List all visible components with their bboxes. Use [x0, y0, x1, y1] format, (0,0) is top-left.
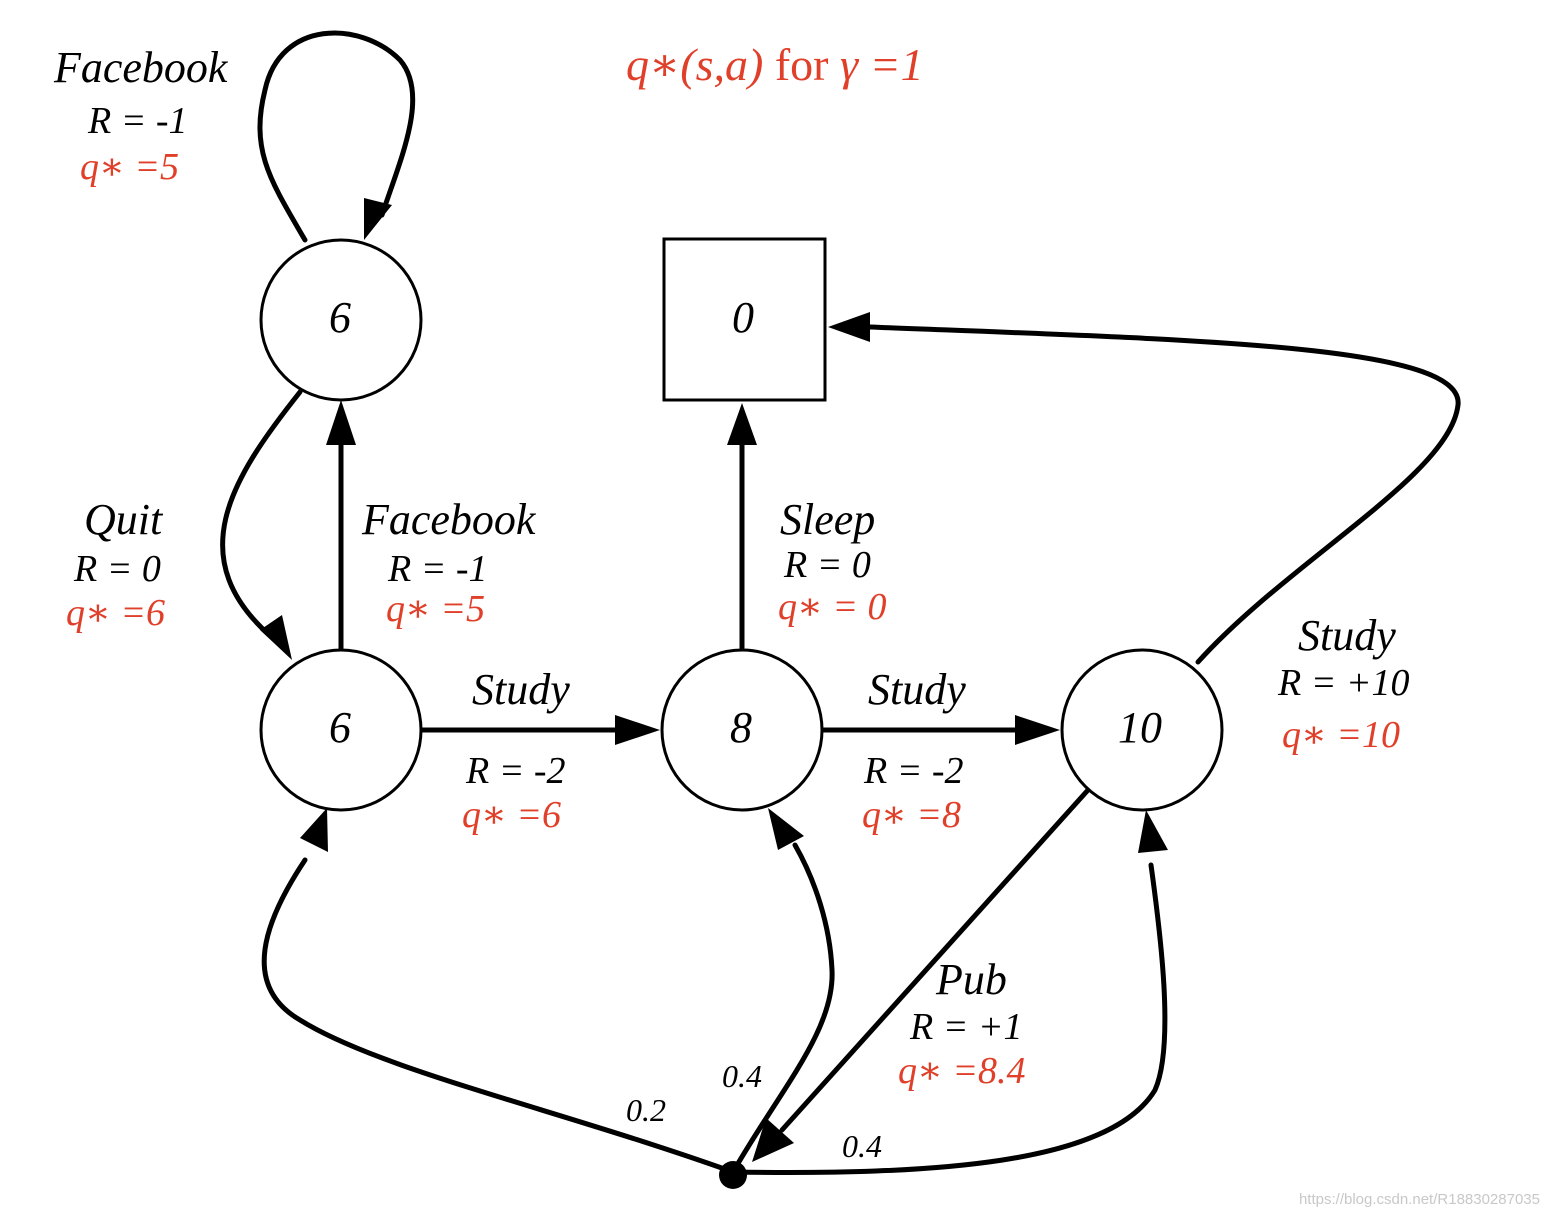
arrowhead-prob-to-class3: [1138, 810, 1168, 853]
arrowhead-prob-to-class2: [768, 808, 804, 850]
reward-label-facebook-loop: R = -1: [88, 100, 188, 142]
arrowhead-study-2: [1015, 715, 1060, 745]
action-label-quit: Quit: [84, 495, 163, 544]
action-label-pub: Pub: [936, 955, 1007, 1004]
edge-study-3: [867, 324, 1461, 665]
action-label-facebook: Facebook: [362, 495, 536, 544]
q-label-sleep: q∗ = 0: [778, 586, 887, 628]
action-label-study-2: Study: [868, 665, 966, 714]
arrowhead-quit: [260, 615, 292, 660]
title-gamma: γ =1: [839, 39, 924, 90]
edge-quit: [220, 389, 303, 643]
edge-prob-to-class1: [261, 857, 736, 1175]
edge-pub: [779, 787, 1091, 1133]
q-label-pub: q∗ =8.4: [898, 1050, 1026, 1092]
action-label-facebook-loop: Facebook: [54, 43, 228, 92]
action-label-study-3: Study: [1298, 611, 1396, 660]
terminal-state-node: [662, 237, 827, 402]
action-label-sleep: Sleep: [780, 495, 876, 544]
reward-label-pub: R = +1: [910, 1006, 1023, 1048]
action-label-study-1: Study: [472, 665, 570, 714]
q-label-study-2: q∗ =8: [862, 794, 961, 836]
state-node-class3: [1060, 648, 1224, 812]
reward-label-study-2: R = -2: [864, 750, 964, 792]
probability-label-class2: 0.4: [722, 1058, 762, 1094]
value-terminal: 0: [732, 293, 754, 342]
chance-node: [719, 1161, 747, 1189]
reward-label-quit: R = 0: [74, 548, 161, 590]
arrowhead-facebook-loop: [364, 198, 392, 240]
edge-facebook-loop: [257, 30, 416, 243]
edge-prob-to-class2: [730, 842, 835, 1175]
q-label-quit: q∗ =6: [66, 592, 165, 634]
reward-label-facebook: R = -1: [388, 548, 488, 590]
value-class1: 6: [329, 703, 351, 752]
title-q: q∗(s,a): [626, 39, 764, 90]
probability-label-class3: 0.4: [842, 1128, 882, 1164]
q-label-facebook-loop: q∗ =5: [80, 146, 179, 188]
arrowhead-prob-to-class1: [300, 808, 328, 852]
value-facebook-state: 6: [329, 293, 351, 342]
arrowhead-study-1: [615, 715, 660, 745]
arrowhead-pub: [752, 1118, 794, 1162]
state-node-facebook: [259, 238, 423, 402]
q-label-facebook: q∗ =5: [386, 588, 485, 630]
value-class2: 8: [730, 703, 752, 752]
watermark-text: https://blog.csdn.net/R18830287035: [1298, 1191, 1540, 1208]
reward-label-sleep: R = 0: [784, 544, 871, 586]
state-node-class1: [259, 648, 423, 812]
edge-prob-to-class3: [730, 862, 1168, 1175]
reward-label-study-3: R = +10: [1278, 662, 1410, 704]
arrowhead-study-3: [828, 312, 870, 342]
state-node-class2: [660, 648, 824, 812]
title-for: for: [774, 39, 829, 90]
q-label-study-1: q∗ =6: [462, 794, 561, 836]
q-label-study-3: q∗ =10: [1282, 714, 1400, 756]
arrowhead-facebook: [326, 400, 356, 445]
reward-label-study-1: R = -2: [466, 750, 566, 792]
diagram-title: q∗(s,a) for γ =1: [626, 42, 924, 88]
arrowhead-sleep: [727, 403, 757, 445]
value-class3: 10: [1118, 703, 1162, 752]
probability-label-class1: 0.2: [626, 1092, 666, 1128]
